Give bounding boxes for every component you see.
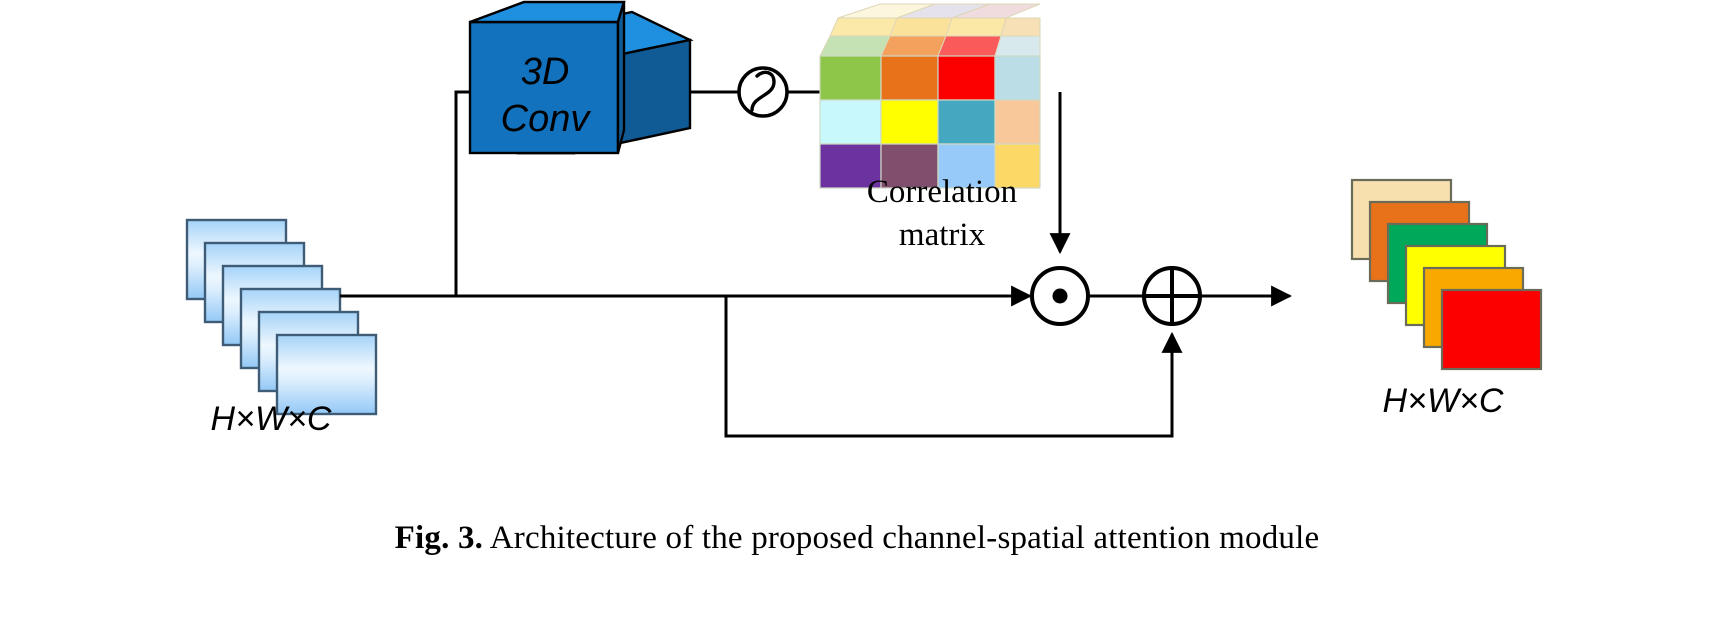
matrix-cell	[994, 99, 1041, 145]
input-dimension-label: H×W×C	[211, 400, 332, 438]
elementwise-add-node[interactable]	[1142, 266, 1202, 326]
sigmoid-activation-node[interactable]	[737, 66, 789, 118]
multiply-dot-icon	[1052, 288, 1068, 304]
conv-block-top	[469, 0, 626, 24]
correlation-matrix-cube[interactable]	[819, 3, 1041, 189]
correlation-matrix-top-face	[819, 3, 1041, 57]
correlation-matrix-label-line1: Correlation	[867, 174, 1017, 210]
matrix-cell	[880, 55, 939, 101]
output-feature-map-stack	[1350, 178, 1543, 371]
input-feature-map-layer	[275, 333, 378, 416]
figure-caption: Fig. 3. Architecture of the proposed cha…	[395, 520, 1320, 556]
correlation-matrix-label-line2: matrix	[899, 217, 986, 253]
correlation-matrix-front-face	[819, 55, 996, 189]
figure-caption-text: Architecture of the proposed channel-spa…	[483, 520, 1320, 556]
conv-label-line2: Conv	[501, 98, 592, 140]
sigmoid-circle	[737, 66, 789, 118]
matrix-cell	[819, 99, 882, 145]
output-dimension-label: H×W×C	[1383, 382, 1504, 420]
correlation-matrix-right-face	[994, 55, 1041, 189]
conv-label-line1: 3D	[521, 51, 570, 93]
input-feature-map-stack	[185, 218, 378, 416]
elementwise-multiply-node[interactable]	[1030, 266, 1090, 326]
figure-caption-label: Fig. 3.	[394, 520, 484, 556]
conv-block-right	[616, 1, 626, 154]
sigmoid-curve-icon	[750, 70, 776, 112]
matrix-cell	[994, 143, 1041, 189]
matrix-cell	[819, 55, 882, 101]
matrix-cell	[994, 55, 1041, 101]
connection-lines	[340, 90, 1293, 438]
matrix-cell	[819, 143, 882, 189]
figure-caption-container: Fig. 3. Architecture of the proposed cha…	[0, 520, 1714, 557]
matrix-cell	[937, 55, 996, 101]
skip-connection-line	[724, 296, 1183, 438]
matrix-cell	[937, 99, 996, 145]
matrix-cell	[880, 99, 939, 145]
output-feature-map-layer	[1440, 288, 1543, 371]
matrix-cell	[880, 143, 939, 189]
conv-block[interactable]: 3D Conv	[468, 0, 694, 155]
